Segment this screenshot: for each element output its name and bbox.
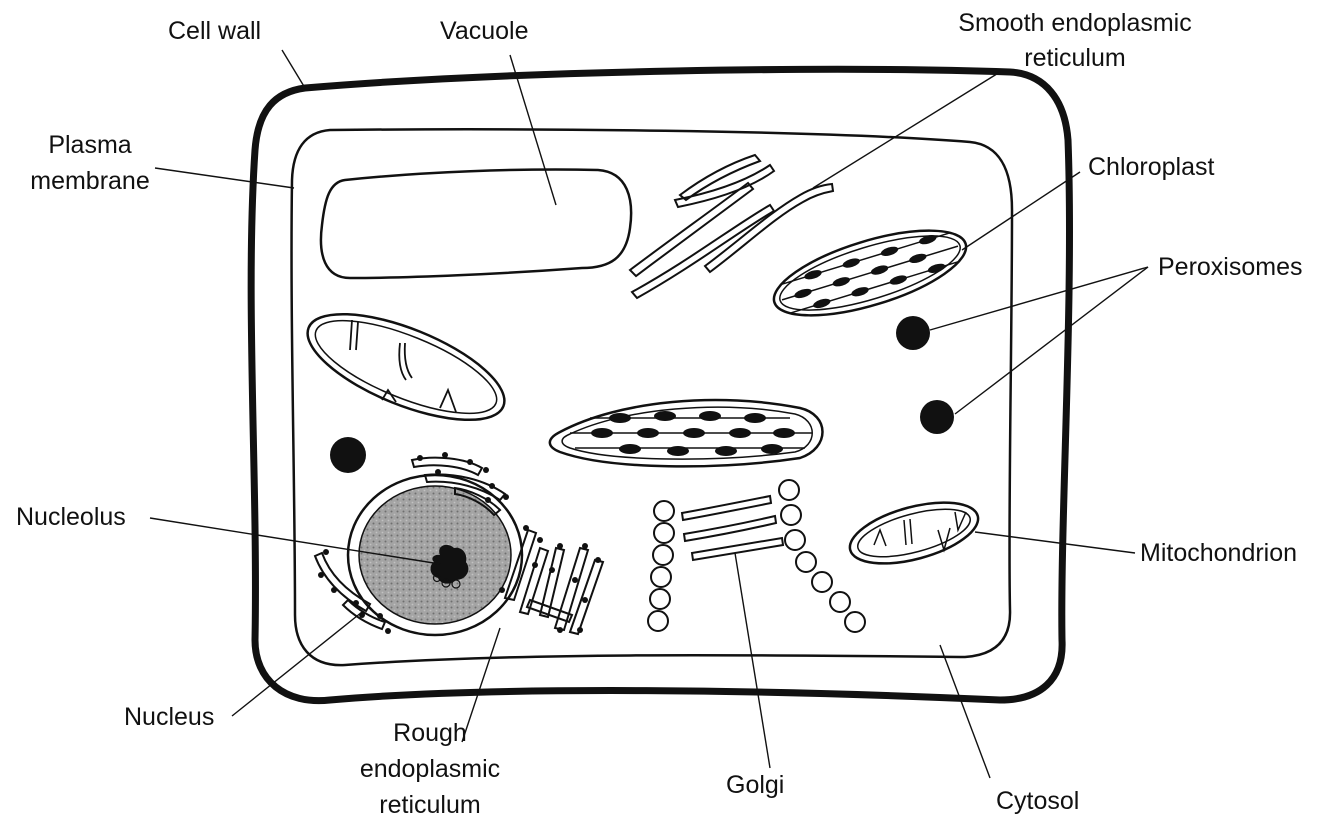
label-plasma-line2: membrane [20, 166, 160, 196]
label-mitochondrion: Mitochondrion [1140, 538, 1297, 568]
label-peroxisomes: Peroxisomes [1158, 252, 1303, 282]
nucleus [348, 475, 522, 635]
label-nucleolus: Nucleolus [16, 502, 126, 532]
label-golgi: Golgi [726, 770, 784, 800]
chloroplast-center [550, 400, 823, 466]
cell-wall [251, 69, 1069, 700]
smooth-er [630, 155, 833, 298]
label-smooth-er-line1: Smooth endoplasmic [925, 8, 1225, 38]
label-nucleus: Nucleus [124, 702, 214, 732]
chloroplast-upper [765, 213, 975, 333]
golgi [648, 480, 865, 632]
label-cytosol: Cytosol [996, 786, 1079, 816]
mitochondrion-left [294, 292, 517, 441]
vacuole [321, 169, 631, 278]
label-plasma-line1: Plasma [20, 130, 160, 160]
label-vacuole: Vacuole [440, 16, 529, 46]
label-smooth-er-line2: reticulum [925, 43, 1225, 73]
mitochondrion-right [844, 491, 985, 575]
label-rough-er-line1: Rough [330, 718, 530, 748]
peroxisome-left [330, 437, 366, 473]
peroxisome-lower [920, 400, 954, 434]
label-cell-wall: Cell wall [168, 16, 261, 46]
peroxisome-upper [896, 316, 930, 350]
leader-lines [150, 50, 1148, 778]
label-rough-er-line3: reticulum [330, 790, 530, 820]
label-chloroplast: Chloroplast [1088, 152, 1214, 182]
label-rough-er-line2: endoplasmic [330, 754, 530, 784]
